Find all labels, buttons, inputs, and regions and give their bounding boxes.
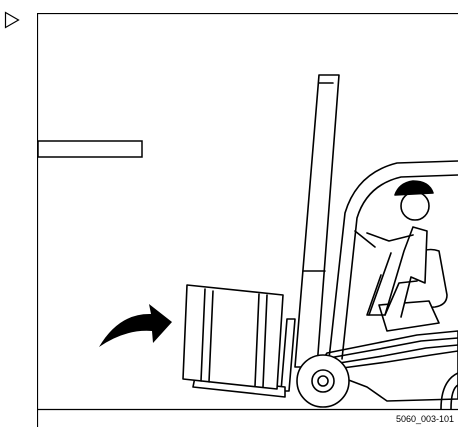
arrow-icon: [99, 304, 172, 347]
wall-shelf: [38, 141, 142, 157]
helmet-icon: [395, 181, 433, 195]
forklift: [183, 75, 458, 409]
figure-code-label: 5060_003-101: [395, 414, 455, 425]
forklift-illustration: [37, 13, 458, 427]
step-marker-icon: [4, 11, 20, 29]
illustration-panel: 5060_003-101: [37, 13, 458, 427]
